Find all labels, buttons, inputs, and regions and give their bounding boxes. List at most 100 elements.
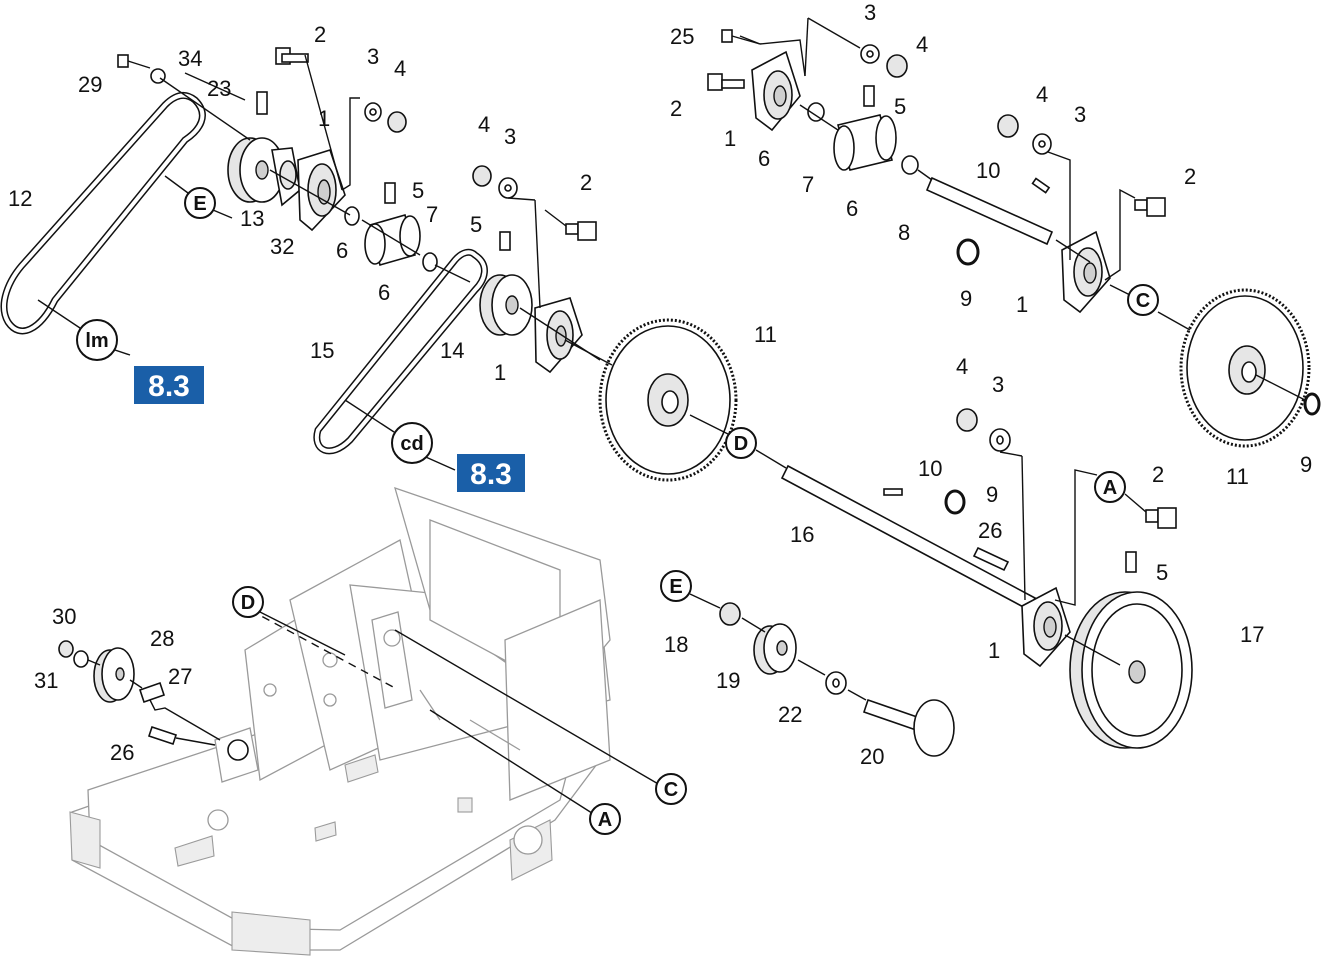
- nut-4-top-right: [886, 54, 908, 78]
- label-29: 28: [150, 626, 174, 651]
- label-26: 26: [978, 518, 1002, 543]
- circlip-9-right: [956, 238, 980, 266]
- label-31: 31: [34, 668, 58, 693]
- label-9: 9: [986, 482, 998, 507]
- label-9: 9: [960, 286, 972, 311]
- label-28: 27: [168, 664, 192, 689]
- svg-text:cd: cd: [400, 433, 423, 455]
- pin-27: [147, 725, 178, 746]
- label-33: 29: [78, 72, 102, 97]
- label-7: 7: [426, 202, 438, 227]
- callout-C-upper: C: [1127, 284, 1159, 316]
- label-34: 34: [178, 46, 202, 71]
- setscrew-5-left: [384, 182, 396, 204]
- callout-A-lower: A: [589, 803, 621, 835]
- label-25: 25: [670, 24, 694, 49]
- label-23: 23: [207, 76, 231, 101]
- nut-4-center: [472, 165, 492, 187]
- bolt-2-lower: [1145, 507, 1177, 529]
- part-labels: 29 34 2 23 3 4 1 12 13 32 6 5 7 6 4 3 2 …: [8, 0, 1312, 769]
- callout-E-upper: E: [164, 175, 233, 219]
- pulley-14: [479, 274, 533, 336]
- label-11: 11: [1226, 464, 1249, 489]
- svg-text:A: A: [598, 809, 612, 831]
- label-2: 2: [670, 96, 682, 121]
- label-7: 7: [802, 172, 814, 197]
- label-2: 2: [1152, 462, 1164, 487]
- wheel-29: [93, 647, 135, 703]
- label-17: 17: [1240, 622, 1264, 647]
- bearing-1-lower: [1021, 586, 1071, 668]
- label-30: 30: [52, 604, 76, 629]
- bearing-1-right: [1061, 230, 1111, 314]
- svg-text:8.3: 8.3: [148, 370, 190, 403]
- gear-11-right: [1179, 288, 1311, 448]
- bushing-6-right: [807, 102, 919, 175]
- label-6: 6: [846, 196, 858, 221]
- label-12: 12: [8, 186, 32, 211]
- pin-28: [138, 681, 166, 704]
- label-5: 5: [1156, 560, 1168, 585]
- label-6: 6: [758, 146, 770, 171]
- label-4: 4: [956, 354, 968, 379]
- nut-18: [719, 602, 741, 626]
- label-15: 15: [310, 338, 334, 363]
- setscrew-5-center: [499, 231, 511, 251]
- label-4: 4: [916, 32, 928, 57]
- setscrew-23: [256, 91, 268, 115]
- bolt-2-top-left: [275, 47, 309, 65]
- label-2: 2: [314, 22, 326, 47]
- ref-box-8-3-center: 8.3: [457, 454, 525, 492]
- key-10-lower: [883, 488, 903, 496]
- circlip-9-far-right: [1303, 392, 1321, 416]
- idler-19: [753, 623, 797, 675]
- bolt-2-right: [1134, 197, 1166, 217]
- svg-text:C: C: [1136, 290, 1150, 312]
- callout-letters: E lm 8.3 cd 8.3 D C: [37, 175, 1159, 835]
- callout-C-lower: C: [655, 773, 687, 805]
- coupling-7-right: [833, 114, 897, 171]
- svg-text:8.3: 8.3: [470, 458, 512, 491]
- reference-box: [134, 366, 204, 404]
- bearing-1-center: [534, 297, 583, 374]
- label-20: 20: [860, 744, 884, 769]
- label-4: 4: [1036, 82, 1048, 107]
- callout-D-upper: D: [725, 427, 757, 459]
- svg-text:E: E: [669, 576, 682, 598]
- callout-lm: lm: [37, 299, 118, 361]
- nut-4-left: [387, 111, 407, 133]
- key-26: [972, 546, 1010, 572]
- carriage-bolt-20: [862, 698, 955, 757]
- label-19: 19: [716, 668, 740, 693]
- shaft-8: [925, 176, 1054, 246]
- label-16: 16: [790, 522, 814, 547]
- callout-cd: cd: [344, 399, 433, 464]
- reference-box: [457, 454, 525, 492]
- pulley-17: [1069, 591, 1193, 749]
- ref-box-8-3-left: 8.3: [134, 366, 204, 404]
- washer-3-lower: [989, 428, 1011, 452]
- label-3: 3: [1074, 102, 1086, 127]
- bolt-2-top-right: [707, 73, 745, 91]
- washer-31: [73, 650, 89, 668]
- svg-text:A: A: [1103, 477, 1117, 499]
- setscrew-5-lower: [1125, 551, 1137, 573]
- bearing-1-top-right: [751, 50, 801, 132]
- nut-4-lower: [956, 408, 978, 432]
- svg-text:lm: lm: [85, 330, 108, 352]
- callout-D-lower: D: [232, 586, 264, 618]
- bolt-2-center: [565, 221, 597, 241]
- setscrew-5-top-right: [863, 85, 875, 107]
- label-10: 10: [976, 158, 1000, 183]
- coupling-7-left: [364, 214, 421, 266]
- label-1: 1: [988, 638, 1000, 663]
- label-4: 4: [394, 56, 406, 81]
- label-32: 32: [270, 234, 294, 259]
- washer-3-right: [1032, 133, 1052, 155]
- label-2: 2: [580, 170, 592, 195]
- label-5: 5: [470, 212, 482, 237]
- machine-frame: [69, 486, 611, 956]
- flange-32: [271, 147, 301, 207]
- label-5: 5: [412, 178, 424, 203]
- svg-text:D: D: [734, 433, 748, 455]
